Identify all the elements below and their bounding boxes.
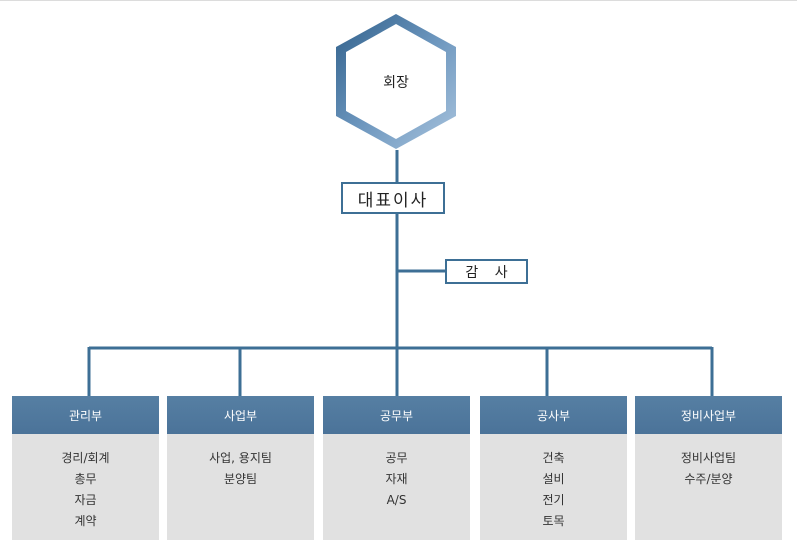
chairman-node: 회장 [332, 10, 460, 153]
department-header: 공무부 [323, 396, 470, 434]
ceo-node: 대표이사 [341, 182, 445, 214]
department-item: 공무 [385, 451, 408, 465]
department-body: 공무 자재 A/S [323, 434, 470, 540]
department-body: 정비사업팀 수주/분양 [635, 434, 782, 540]
ceo-label: 대표이사 [357, 190, 429, 211]
department-item: 사업, 용지팀 [209, 451, 272, 465]
department-item: A/S [386, 493, 407, 507]
department-header: 공사부 [480, 396, 627, 434]
department-management: 관리부 경리/회계 총무 자금 계약 [12, 396, 159, 540]
department-item: 계약 [74, 514, 97, 528]
department-item: 총무 [74, 472, 97, 486]
auditor-node: 감 사 [445, 259, 528, 284]
top-divider [0, 0, 797, 1]
department-item: 수주/분양 [684, 472, 733, 486]
department-item: 설비 [542, 472, 565, 486]
department-engineering: 공무부 공무 자재 A/S [323, 396, 470, 540]
department-redevelopment: 정비사업부 정비사업팀 수주/분양 [635, 396, 782, 540]
department-business: 사업부 사업, 용지팀 분양팀 [167, 396, 314, 540]
department-item: 경리/회계 [61, 451, 110, 465]
department-body: 사업, 용지팀 분양팀 [167, 434, 314, 540]
department-body: 건축 설비 전기 토목 [480, 434, 627, 540]
department-item: 정비사업팀 [680, 451, 737, 465]
hexagon-shape [336, 14, 456, 149]
department-item: 자재 [385, 472, 408, 486]
department-item: 분양팀 [223, 472, 258, 486]
department-body: 경리/회계 총무 자금 계약 [12, 434, 159, 540]
department-item: 자금 [74, 493, 97, 507]
department-construction: 공사부 건축 설비 전기 토목 [480, 396, 627, 540]
department-header: 관리부 [12, 396, 159, 434]
department-item: 건축 [542, 451, 565, 465]
department-item: 토목 [542, 514, 565, 528]
department-item: 전기 [542, 493, 565, 507]
auditor-label: 감 사 [465, 264, 514, 281]
chairman-label: 회장 [383, 74, 409, 91]
department-header: 사업부 [167, 396, 314, 434]
department-header: 정비사업부 [635, 396, 782, 434]
